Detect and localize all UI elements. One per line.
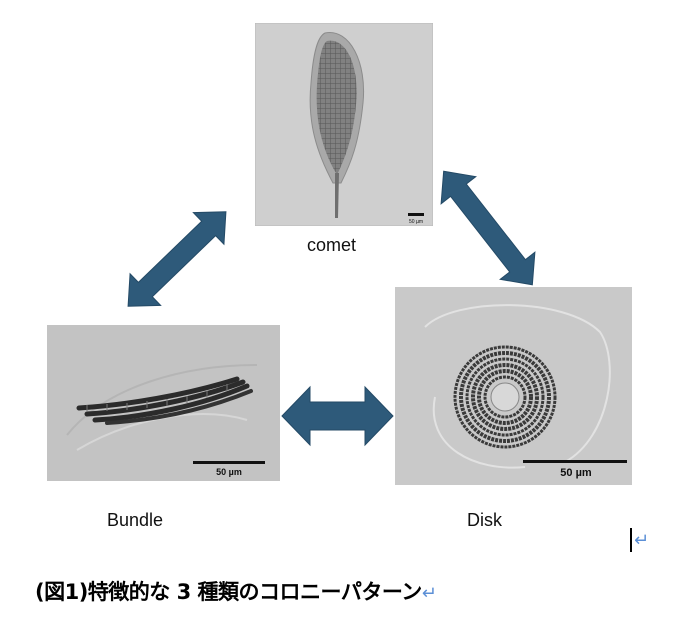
bundle-scale-label: 50 µm — [216, 467, 242, 477]
figure-caption-text: (図1)特徴的な 3 種類のコロニーパターン — [35, 580, 422, 604]
disk-label: Disk — [467, 510, 502, 530]
arrow-bundle-disk — [281, 385, 394, 447]
figure-caption: (図1)特徴的な 3 種類のコロニーパターン↵ — [35, 576, 437, 606]
bundle-label: Bundle — [107, 510, 164, 530]
paragraph-return-mark: ↵ — [634, 530, 650, 551]
bundle-colony-image: 50 µm — [47, 325, 280, 481]
arrow-comet-bundle — [127, 211, 227, 307]
disk-scale-label: 50 µm — [560, 467, 592, 479]
disk-colony-image: 50 µm — [395, 287, 632, 485]
text-cursor — [630, 528, 632, 552]
comet-scale-label: 50 µm — [409, 219, 423, 225]
caption-return-mark: ↵ — [421, 583, 437, 604]
comet-colony-image: 50 µm — [255, 23, 433, 226]
arrow-comet-disk — [440, 170, 536, 286]
comet-label: comet — [307, 235, 357, 255]
